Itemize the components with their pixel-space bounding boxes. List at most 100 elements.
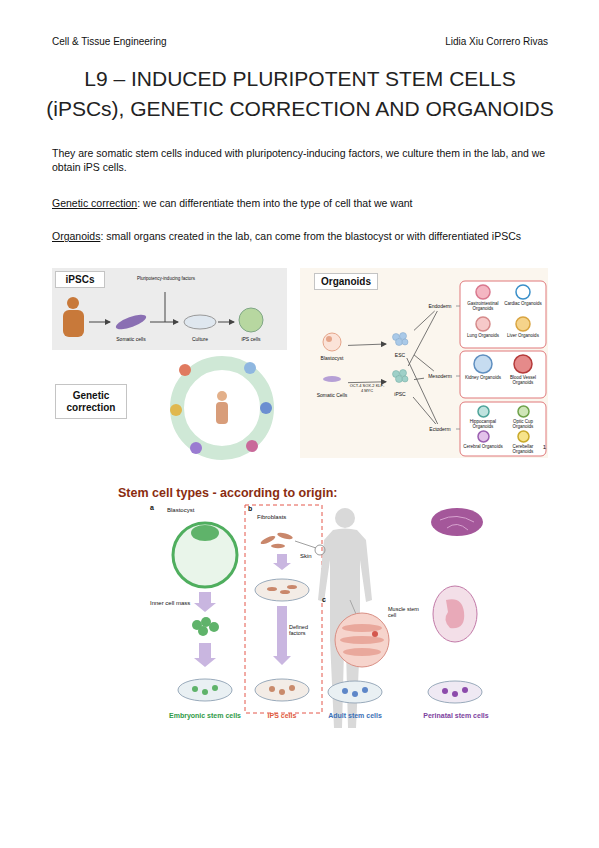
stage-node: iPSC	[386, 366, 414, 397]
leader-line	[350, 600, 356, 614]
germ-layer: Endoderm	[424, 301, 456, 311]
figure-label: Pluripotency-inducing factors	[137, 276, 195, 281]
panel-tab: Organoids	[314, 273, 378, 290]
cell-type-label: iPS cells	[268, 712, 297, 719]
person-icon	[63, 297, 84, 337]
connector	[348, 344, 386, 345]
figure-label: Inner cell mass	[150, 600, 190, 606]
term-heading: Organoids	[52, 230, 100, 242]
blastocyst-icon	[323, 333, 341, 351]
organoid-item: Hippocampal Organoids	[463, 404, 503, 429]
culture-dish	[428, 681, 482, 703]
node-text: Mesoderm	[428, 374, 452, 379]
culture-dish	[255, 679, 309, 701]
factor-line	[165, 292, 166, 322]
organoid-item: Blood Vessel Organoids	[503, 353, 543, 395]
arrow-line	[218, 322, 234, 323]
text-block: Fibroblasts	[257, 514, 307, 520]
organoid-shape	[514, 355, 532, 373]
organoid-item: Kidney Organoids	[463, 353, 503, 395]
panel-letter: c	[322, 596, 326, 603]
organoid-icon	[517, 430, 530, 443]
bracket-line	[456, 306, 460, 429]
node-text: Optic Cup Organoids	[503, 419, 543, 429]
organoid-shape	[476, 317, 490, 331]
organoid-item: Cerebral Organoids	[463, 429, 503, 454]
arrow-line	[89, 322, 110, 323]
figure-label: Skin	[300, 553, 312, 559]
stage-node: Blastocyst	[316, 331, 348, 361]
group-box	[460, 281, 546, 348]
organoid-shape	[478, 431, 489, 442]
text-block: Defined factors	[289, 624, 321, 636]
organoid-item: Gastrointestinal Organoids	[463, 283, 503, 314]
organoid-icon	[477, 405, 490, 418]
node-text: Somatic Cells	[317, 393, 348, 398]
connector	[413, 397, 436, 424]
connector	[408, 311, 437, 366]
text-block: Adult stem cells	[322, 712, 388, 719]
organoid-icon	[477, 430, 490, 443]
ipsc-cluster	[393, 370, 409, 383]
text-block: Organoids: small organs created in the l…	[52, 229, 522, 243]
skin-sample	[315, 545, 325, 555]
node-text: Liver Organoids	[507, 333, 539, 338]
panel-letter: a	[150, 504, 154, 511]
inner-cell-mass	[192, 617, 219, 636]
node-text: Blood Vessel Organoids	[503, 375, 543, 385]
organoid-icon	[475, 316, 491, 332]
germ-layer: Ectoderm	[424, 424, 456, 434]
text-block: Perinatal stem cells	[417, 712, 495, 719]
panel-background	[300, 268, 548, 458]
organoid-item: Cerebellar Organoids	[503, 429, 543, 454]
fibroblast-cells	[260, 532, 294, 549]
text-block: Culture	[180, 336, 220, 342]
text-block: Blastocyst	[167, 507, 217, 513]
ips-colony	[239, 308, 263, 332]
text-block: Cell & Tissue Engineering	[52, 36, 312, 47]
body-text: : we can differentiate them into the typ…	[137, 197, 412, 209]
text-block: Skin	[300, 553, 320, 559]
stage-node: ESC	[386, 329, 414, 358]
process-arrow	[273, 606, 291, 665]
body-text: They are somatic stem cells induced with…	[52, 147, 545, 173]
text-block: iPS cells	[231, 336, 271, 342]
organoid-shape	[474, 355, 492, 373]
page-number: 1	[543, 444, 546, 450]
organoid-shape	[516, 317, 530, 331]
node-text: Blastocyst	[321, 356, 344, 361]
edge-label: OCT-4 SOX-2 KLF-4 MYC	[349, 384, 385, 393]
organoid-item: Optic Cup Organoids	[503, 404, 543, 429]
connector	[348, 381, 386, 383]
figure-label: Culture	[192, 336, 208, 342]
culture-dish	[255, 579, 309, 601]
node-text: Cardiac Organoids	[504, 301, 542, 306]
connector	[414, 311, 435, 330]
text-block: Genetic correction: we can differentiate…	[52, 196, 552, 210]
organoid-shape	[476, 285, 490, 299]
panel-tab: iPSCs	[55, 271, 105, 288]
panel-tab: Genetic correction	[55, 384, 127, 419]
somatic-cell	[323, 376, 341, 382]
arrow-line	[150, 322, 178, 323]
organoid-item: Cardiac Organoids	[503, 283, 543, 314]
text-block: Embryonic stem cells	[165, 712, 245, 719]
process-arrow	[194, 592, 216, 612]
node-text: Lung Organoids	[467, 333, 499, 338]
term-heading: Genetic correction	[52, 197, 137, 209]
organoid-icon	[473, 354, 493, 374]
text-block: c	[322, 596, 332, 603]
culture-dish	[184, 315, 216, 329]
dashed-frame	[245, 505, 322, 713]
organoid-shape	[518, 406, 529, 417]
organoid-shape	[518, 431, 529, 442]
node-text: Cerebral Organoids	[463, 444, 502, 449]
text-block: Stem cell types - according to origin:	[118, 486, 438, 500]
process-arrow	[273, 554, 291, 570]
organoid-shape	[516, 285, 530, 299]
node-text: Kidney Organoids	[465, 375, 501, 380]
figure-label: Blastocyst	[167, 507, 194, 513]
leader-line	[295, 541, 316, 548]
header-text: Cell & Tissue Engineering	[52, 36, 167, 47]
